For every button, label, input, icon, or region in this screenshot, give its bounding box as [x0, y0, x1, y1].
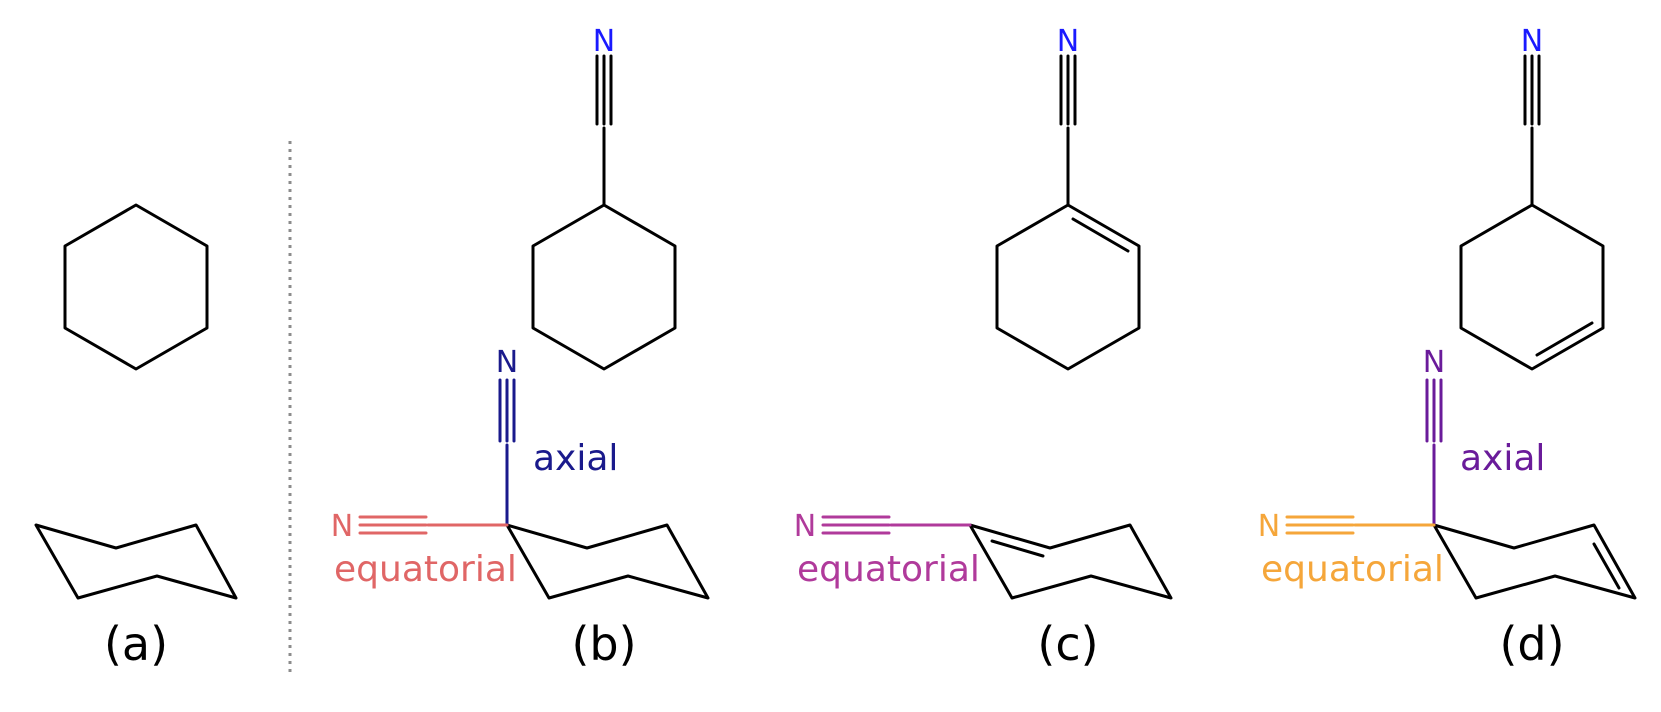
panel-label-c: (c)	[1037, 617, 1098, 671]
panel-label-a: (a)	[104, 617, 168, 671]
axial-nitrogen-atom: N	[496, 345, 518, 380]
top-nitrogen-atom: N	[593, 24, 615, 59]
ring-double-bond-inner	[1071, 217, 1130, 253]
axial-label: axial	[1460, 438, 1545, 479]
equatorial-triple-bond	[1285, 515, 1355, 535]
equatorial-label: equatorial	[1261, 549, 1444, 590]
ring-half-chair	[1432, 523, 1637, 600]
ring-hexagon	[1459, 203, 1605, 371]
triple-bond	[1523, 54, 1541, 126]
triple-bond	[595, 54, 613, 126]
panel-a: (a)	[34, 203, 238, 671]
ring-hexagon	[995, 203, 1141, 371]
equatorial-label: equatorial	[797, 549, 980, 590]
equatorial-nitrogen-atom: N	[1258, 509, 1280, 544]
panel-b: N N axial N equatorial (b)	[331, 24, 710, 671]
ring-double-bond-inner	[1592, 542, 1621, 590]
axial-nitrogen-atom: N	[1423, 345, 1445, 380]
equatorial-triple-bond	[821, 515, 891, 535]
ring-half-chair	[968, 523, 1173, 600]
triple-bond	[1059, 54, 1077, 126]
cyclohexane-chair	[34, 523, 238, 600]
panel-d: N N axial N equatorial (d)	[1258, 24, 1637, 671]
equatorial-nitrogen-atom: N	[331, 509, 353, 544]
equatorial-triple-bond	[358, 515, 428, 535]
axial-label: axial	[533, 438, 618, 479]
ring-hexagon	[531, 203, 677, 371]
axial-triple-bond	[498, 378, 516, 443]
equatorial-label: equatorial	[334, 549, 517, 590]
axial-triple-bond	[1425, 378, 1443, 443]
ring-double-bond-inner	[990, 539, 1045, 558]
panel-label-b: (b)	[571, 617, 636, 671]
top-nitrogen-atom: N	[1057, 24, 1079, 59]
cyclohexane-hexagon	[63, 203, 209, 371]
ring-chair	[505, 523, 710, 600]
top-nitrogen-atom: N	[1521, 24, 1543, 59]
ring-double-bond-inner	[1535, 321, 1594, 357]
panel-c: N N equatorial (c)	[794, 24, 1173, 671]
panel-label-d: (d)	[1499, 617, 1564, 671]
equatorial-nitrogen-atom: N	[794, 509, 816, 544]
